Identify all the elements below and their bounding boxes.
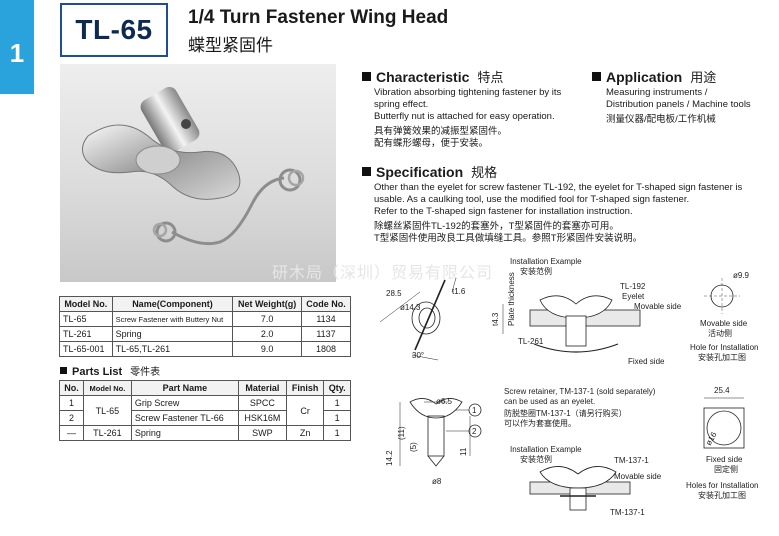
part-label: Eyelet: [622, 292, 645, 301]
part-label: Movable side: [614, 472, 662, 481]
fastener-illustration: [82, 86, 305, 246]
table-header-row: Model No. Name(Component) Net Weight(g) …: [59, 296, 351, 312]
dim-label: (11): [397, 426, 406, 440]
dim-label: 25.4: [714, 386, 730, 395]
part-label: Movable side: [634, 302, 682, 311]
dim-label: ø8: [432, 477, 442, 486]
table-cell: TL-261: [83, 425, 132, 441]
dim-label: t4.3: [491, 312, 500, 326]
table-row: TL-65 Screw Fastener with Buttery Nut 7.…: [59, 311, 351, 327]
install-example-title: Installation Example: [510, 445, 582, 454]
product-title-cn: 蝶型紧固件: [188, 36, 273, 55]
bullet-square-icon: [362, 167, 371, 176]
dim-label: ø9.9: [733, 271, 750, 280]
table-row: — TL-261 Spring SWP Zn 1: [59, 425, 351, 441]
hole-label: Hole for Installation: [690, 343, 758, 352]
dim-label: ø16: [704, 430, 719, 447]
hole-label: Holes for Installation: [686, 481, 758, 490]
model-title-box: TL-65: [60, 3, 168, 57]
dim-label: ø6.5: [436, 397, 453, 406]
part-label: TM-137-1: [614, 456, 649, 465]
retainer-note: Screw retainer, TM-137-1 (sold separatel…: [504, 387, 656, 396]
dim-label: 11: [459, 447, 468, 456]
table-row: 1 TL-65 Grip Screw SPCC Cr 1: [59, 395, 351, 426]
column-header: Material: [237, 380, 287, 396]
callout-number: 2: [472, 427, 477, 436]
install-example-title-cn: 安装范例: [520, 454, 552, 464]
table-cell: Zn: [285, 425, 325, 441]
column-header: Net Weight(g): [232, 296, 303, 312]
table-cell: 1808: [301, 341, 351, 357]
column-header: Finish: [285, 380, 325, 396]
column-header: Model No.: [59, 296, 113, 312]
spring-drawing: [414, 279, 446, 351]
hole-label: Fixed side: [706, 455, 743, 464]
install-example-title-cn: 安装范例: [520, 266, 552, 276]
table-cell: TL-65,TL-261: [111, 341, 234, 357]
plate-thickness-label: Plate thickness: [507, 272, 516, 326]
dim-label: t1.6: [452, 287, 466, 296]
parts-table: No. Model No. Part Name Material Finish …: [59, 380, 351, 441]
hole-label-cn: 固定侧: [714, 464, 738, 474]
table-cell: SWP: [237, 425, 287, 441]
column-header: Qty.: [323, 380, 351, 396]
part-label: Fixed side: [628, 357, 665, 366]
retainer-note: can be used as an eyelet.: [504, 397, 595, 406]
hole-label-cn: 安装孔加工图: [698, 490, 746, 500]
table-header-row: No. Model No. Part Name Material Finish …: [59, 380, 351, 396]
application-text: Measuring instruments / Distribution pan…: [606, 87, 751, 125]
section-tab: [0, 0, 34, 94]
column-header: No.: [59, 380, 84, 396]
callout-number: 1: [472, 406, 477, 415]
fixed-hole-drawing: [703, 407, 745, 449]
table-cell: —: [59, 425, 84, 441]
retainer-note: 可以作为套塞使用。: [504, 418, 576, 428]
retainer-note: 防脱垫圈TM-137-1（请另行购买）: [504, 408, 627, 418]
product-photo: [60, 64, 336, 282]
fastener-side-drawing: [409, 398, 463, 419]
watermark: 研木局（深圳）贸易有限公司: [272, 265, 494, 282]
table-row: TL-65-001 TL-65,TL-261 9.0 1808: [59, 341, 351, 357]
model-number: TL-65: [75, 14, 153, 45]
install-example-title: Installation Example: [510, 257, 582, 266]
table-cell: 1: [323, 425, 351, 441]
dim-label: ø14.3: [400, 303, 421, 312]
part-label: TM-137-1: [610, 508, 645, 517]
characteristic-text: Vibration absorbing tightening fastener …: [374, 87, 562, 149]
dim-label: 14.2: [385, 450, 394, 466]
dim-label: 30°: [412, 351, 424, 360]
part-label: TL-261: [518, 337, 544, 346]
model-table: Model No. Name(Component) Net Weight(g) …: [59, 296, 351, 357]
bullet-square-icon: [60, 367, 67, 374]
hole-label-cn: 活动侧: [708, 328, 732, 338]
wing-head-drawing: [539, 295, 613, 319]
specification-text: Other than the eyelet for screw fastener…: [374, 182, 743, 244]
bullet-square-icon: [592, 72, 601, 81]
dim-label: (5): [409, 442, 418, 452]
wing-head-drawing-2: [539, 466, 617, 489]
column-header: Model No.: [83, 380, 132, 396]
product-title: 1/4 Turn Fastener Wing Head: [188, 7, 449, 28]
hole-label: Movable side: [700, 319, 748, 328]
part-label: TL-192: [620, 282, 646, 291]
spring-coil-drawing: [411, 301, 441, 335]
hole-label-cn: 安装孔加工图: [698, 352, 746, 362]
bullet-square-icon: [362, 72, 371, 81]
dim-label: 28.5: [386, 289, 402, 298]
section-number: 1: [9, 38, 25, 68]
